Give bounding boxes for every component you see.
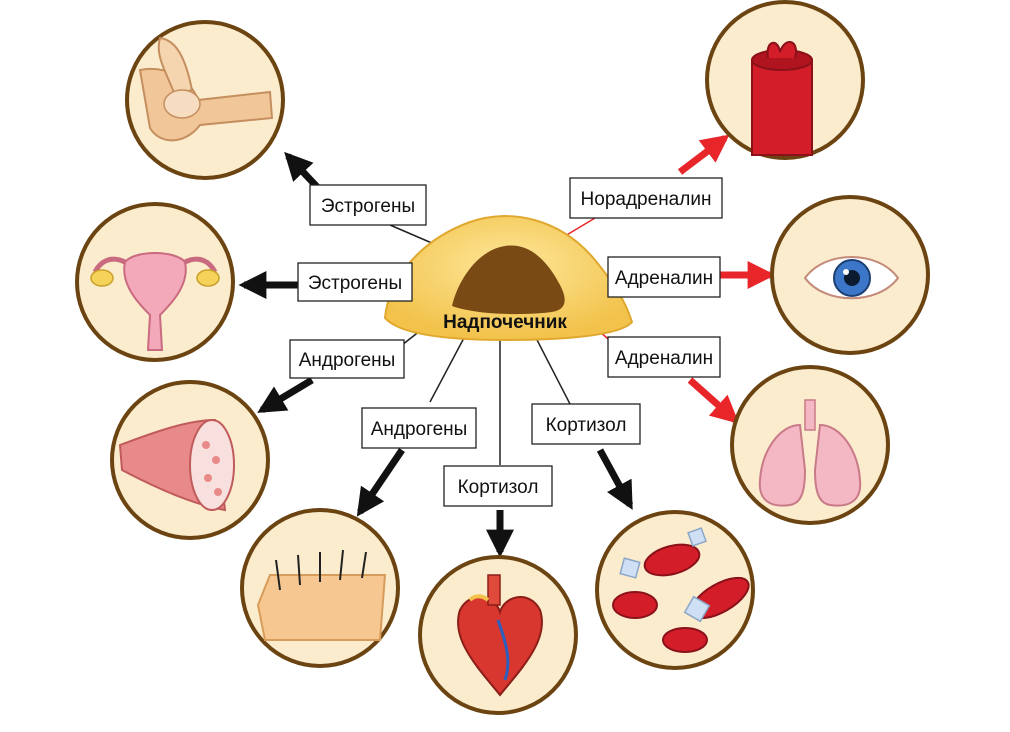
label-noradrenaline: Норадреналин xyxy=(569,177,723,219)
svg-text:Адреналин: Адреналин xyxy=(615,268,713,289)
arrow-adrenaline-lungs xyxy=(687,377,740,424)
svg-text:Эстрогены: Эстрогены xyxy=(308,273,402,294)
svg-text:Кортизол: Кортизол xyxy=(546,415,627,436)
adrenal-gland: Надпочечник xyxy=(383,215,634,342)
svg-text:Андрогены: Андрогены xyxy=(299,350,396,371)
svg-text:Андрогены: Андрогены xyxy=(371,419,468,440)
eye-icon xyxy=(770,195,930,355)
svg-text:Норадреналин: Норадреналин xyxy=(581,189,712,210)
svg-text:Кортизол: Кортизол xyxy=(458,477,539,498)
svg-text:Адреналин: Адреналин xyxy=(615,348,713,369)
uterus-icon xyxy=(75,202,235,362)
arrow-cortisol-blood xyxy=(596,448,634,510)
label-adrenaline-lower: Адреналин xyxy=(607,336,721,378)
arrow-androgen-skin xyxy=(356,448,405,517)
label-cortisol-center: Кортизол xyxy=(443,465,553,507)
label-cortisol-right: Кортизол xyxy=(531,403,641,445)
label-adrenaline-upper: Адреналин xyxy=(607,256,721,298)
label-androgen-center: Андрогены xyxy=(361,407,477,449)
hormone-labels: Эстрогены Эстрогены Андрогены Андрогены … xyxy=(289,177,723,507)
label-androgen-left: Андрогены xyxy=(289,339,405,379)
bone-joint-icon xyxy=(125,20,285,180)
heart-icon xyxy=(418,555,578,715)
svg-text:Эстрогены: Эстрогены xyxy=(321,196,415,217)
label-estrogen-top: Эстрогены xyxy=(309,184,427,226)
connector-cortisol-right xyxy=(534,335,571,405)
arrow-estrogen-bone xyxy=(284,151,323,193)
lungs-icon xyxy=(730,365,890,525)
center-label: Надпочечник xyxy=(443,312,567,333)
arrow-androgen-muscle xyxy=(257,376,314,414)
label-estrogen-mid: Эстрогены xyxy=(297,262,413,302)
adrenal-medulla xyxy=(452,245,565,315)
skin-hair-icon xyxy=(240,508,400,668)
connector-androgen-center xyxy=(429,335,466,403)
muscle-icon xyxy=(110,380,270,540)
arrow-noradrenaline-vessel xyxy=(677,134,730,175)
blood-vessel-icon xyxy=(705,0,865,160)
blood-sugar-icon xyxy=(595,510,755,670)
